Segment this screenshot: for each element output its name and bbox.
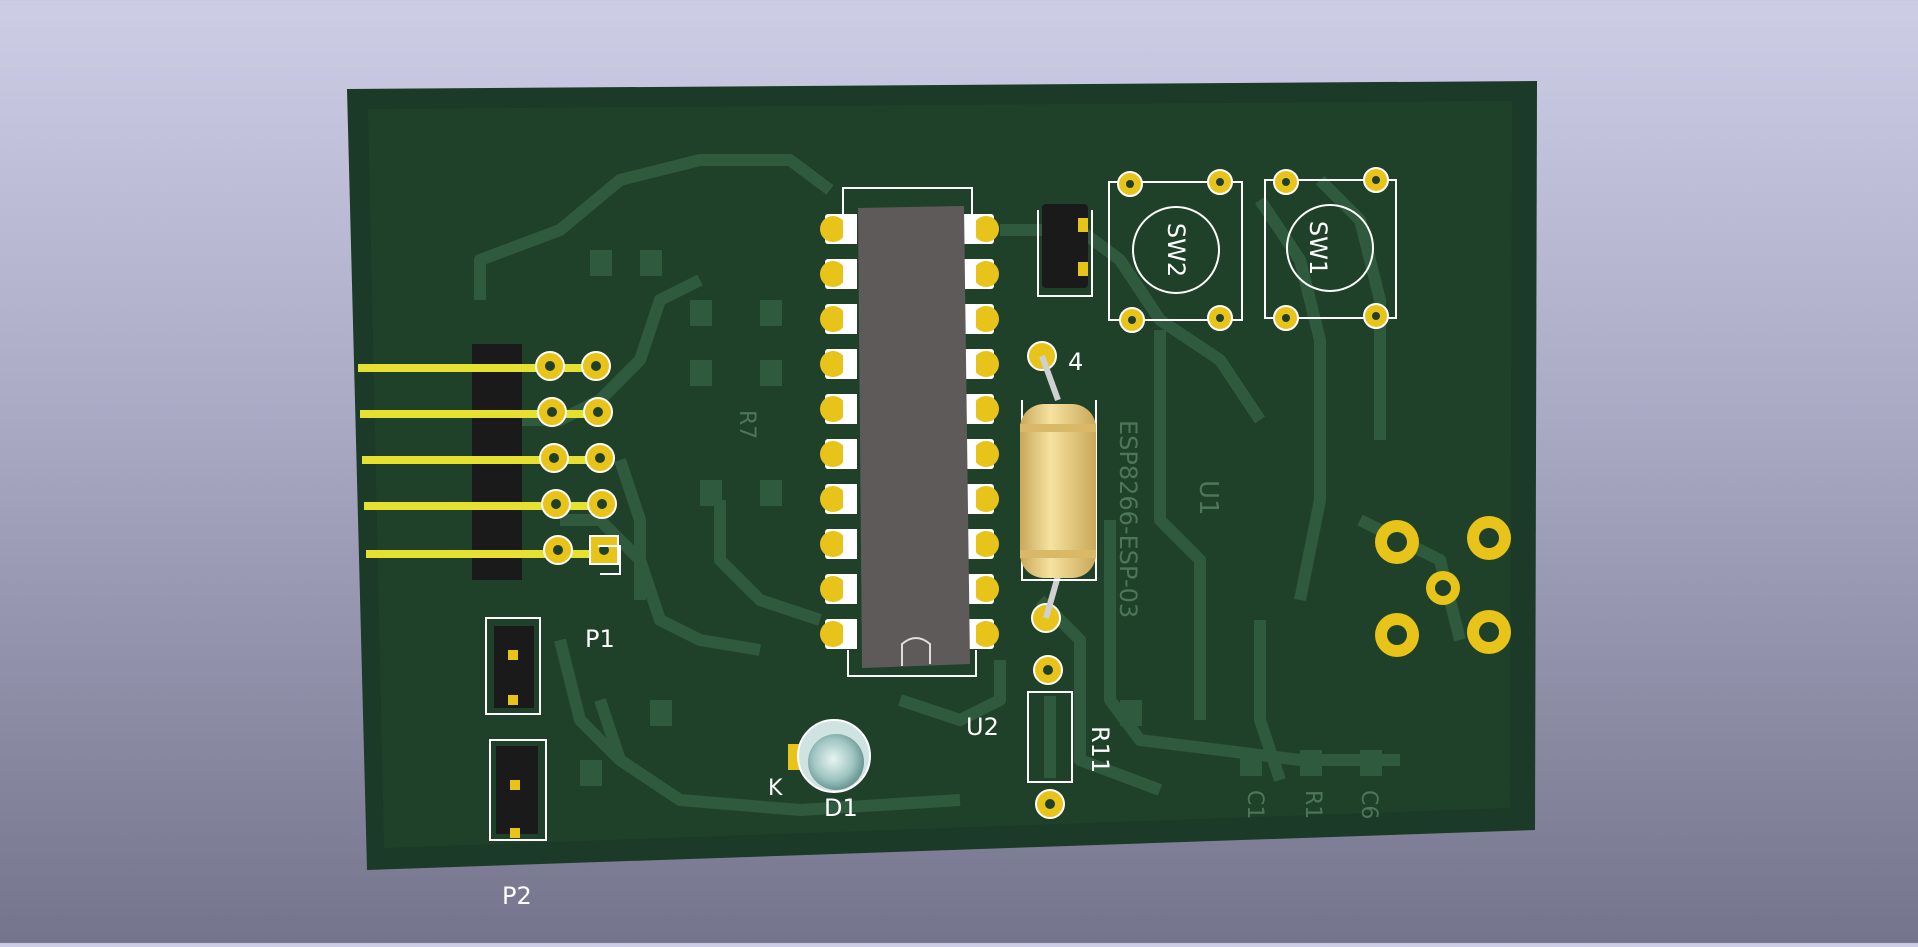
- silkscreen-faint: R7 ESP8266-ESP-03 U1 C1 R1 C6: [734, 410, 1381, 819]
- switch-sw1[interactable]: SW1: [1264, 167, 1397, 331]
- r1-label: R1: [1300, 790, 1325, 819]
- ic-u2[interactable]: [820, 187, 999, 677]
- c1-label: C1: [1242, 790, 1267, 819]
- jumper-header-top[interactable]: [1037, 204, 1093, 297]
- r4-label-fragment: 4: [1068, 348, 1083, 376]
- switch-sw2[interactable]: SW2: [1108, 169, 1243, 333]
- p2-label: P2: [502, 882, 532, 910]
- led-d1[interactable]: [788, 719, 871, 793]
- resistor-r11[interactable]: [1027, 655, 1073, 819]
- sw2-label: SW2: [1162, 223, 1190, 277]
- copper-pads-smd: [580, 250, 1382, 786]
- u1-label: U1: [1193, 480, 1223, 516]
- d1-label: D1: [824, 794, 858, 822]
- part-number-label: ESP8266-ESP-03: [1114, 420, 1142, 618]
- d1-cathode-label: K: [768, 776, 783, 801]
- p1-label: P1: [585, 625, 615, 653]
- header-p1[interactable]: [358, 344, 621, 580]
- r7-label: R7: [734, 410, 759, 439]
- jumper-header-upper[interactable]: [485, 617, 541, 715]
- sw1-label: SW1: [1304, 221, 1332, 275]
- jumper-header-p2[interactable]: [489, 739, 547, 841]
- c6-label: C6: [1356, 790, 1381, 819]
- r11-label: R11: [1086, 726, 1114, 773]
- connector-large-pads[interactable]: [1375, 516, 1511, 657]
- resistor-r4[interactable]: [1020, 341, 1097, 633]
- u2-label: U2: [966, 713, 999, 741]
